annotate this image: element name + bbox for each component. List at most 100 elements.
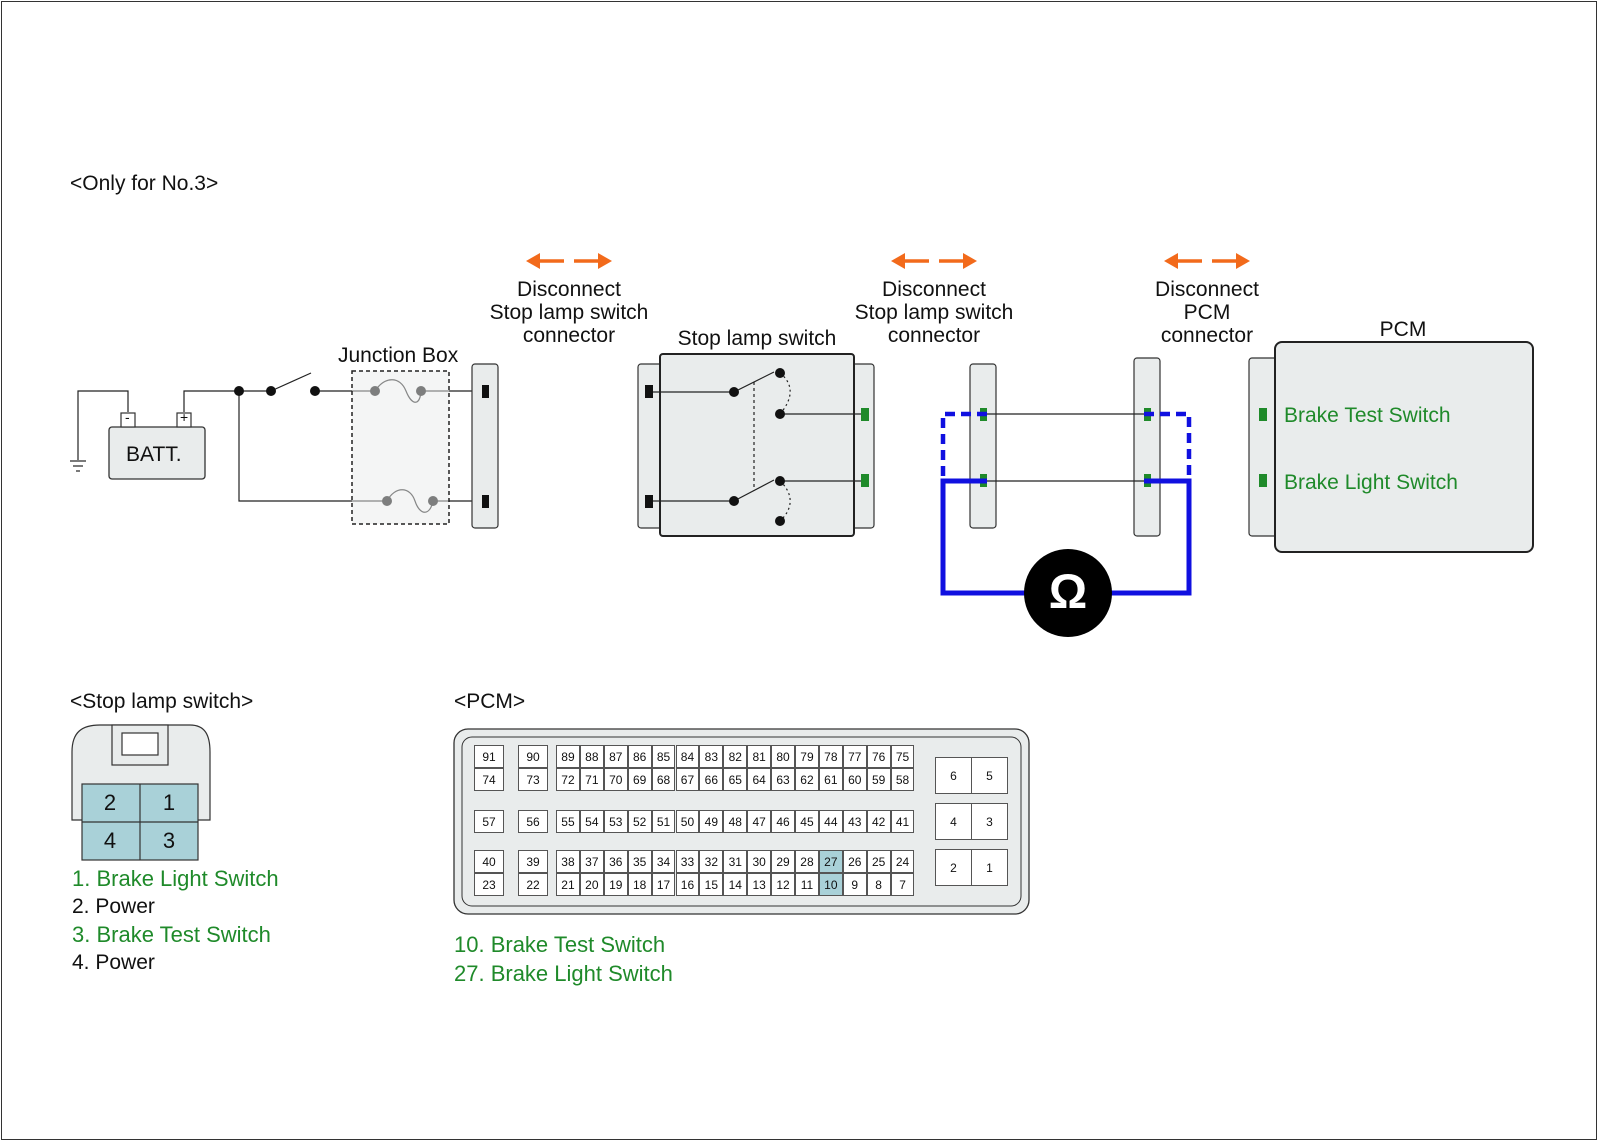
stop-lamp-switch (637, 353, 875, 537)
ohmmeter-icon (1024, 549, 1112, 637)
disconnect-arrows-icon (526, 253, 1250, 269)
pcm-pin: 75 (890, 745, 915, 768)
pcm-pin: 16 (675, 873, 700, 896)
pcm-pin: 76 (866, 745, 891, 768)
pcm-pin: 27 (818, 850, 843, 873)
pcm-pin: 81 (747, 745, 772, 768)
pcm-pin: 55 (556, 810, 580, 833)
legend-item: 3. Brake Test Switch (72, 922, 271, 947)
stop-lamp-pin-legend: 1. Brake Light Switch 2. Power 3. Brake … (72, 864, 279, 976)
pcm-side-pin: 2 (935, 849, 972, 886)
pcm-side-pin: 3 (971, 803, 1008, 840)
pcm-pin: 10 (818, 873, 843, 896)
junction-box-label: Junction Box (338, 344, 459, 367)
pcm-pin: 41 (890, 810, 915, 833)
pcm-pin: 54 (579, 810, 604, 833)
pcm-pin: 7 (890, 873, 915, 896)
pcm-pin-brake-test-label: Brake Test Switch (1284, 404, 1451, 427)
pcm-side-pin: 1 (971, 849, 1008, 886)
pcm-pin: 62 (795, 768, 819, 791)
pcm-pin: 71 (579, 768, 604, 791)
pcm-pin: 34 (651, 850, 676, 873)
pcm-pin: 32 (699, 850, 724, 873)
pcm-pin: 49 (699, 810, 724, 833)
disconnect-2-line-1: Disconnect (882, 278, 986, 301)
pcm-label: PCM (1379, 318, 1427, 341)
pcm-pin: 39 (518, 850, 548, 873)
pcm-pin: 73 (518, 768, 548, 791)
pcm-pin: 80 (771, 745, 795, 768)
pcm-pin-brake-light-label: Brake Light Switch (1284, 471, 1458, 494)
pcm-side-pin: 6 (935, 757, 972, 794)
ignition-switch-contact (270, 372, 312, 392)
pcm-pin: 28 (795, 850, 819, 873)
pcm-pin: 38 (556, 850, 580, 873)
pcm-pin: 67 (675, 768, 700, 791)
pcm-pin: 58 (890, 768, 915, 791)
pcm-pin: 61 (818, 768, 843, 791)
pcm-pin: 79 (795, 745, 819, 768)
connector-pin-1: 1 (162, 790, 176, 815)
pcm-pin: 85 (651, 745, 676, 768)
pcm-pin: 14 (723, 873, 748, 896)
pcm-pin: 12 (771, 873, 795, 896)
disconnect-1-line-3: connector (522, 324, 616, 347)
pcm-pin: 42 (866, 810, 891, 833)
pcm-pin: 66 (699, 768, 724, 791)
pcm-pin: 48 (723, 810, 748, 833)
pcm-pin: 87 (603, 745, 628, 768)
pcm-pin: 64 (747, 768, 772, 791)
pcm-pin: 20 (579, 873, 604, 896)
pcm-pin: 11 (795, 873, 819, 896)
pcm-pin: 47 (747, 810, 772, 833)
pcm-pin: 45 (795, 810, 819, 833)
pcm-connector-title: <PCM> (454, 690, 526, 713)
pcm-pin: 13 (747, 873, 772, 896)
pcm-pin: 51 (651, 810, 676, 833)
connector-pin-2: 2 (103, 790, 117, 815)
pcm-pin: 72 (556, 768, 580, 791)
battery-minus-label: - (125, 409, 130, 425)
disconnect-3-line-3: connector (1160, 324, 1254, 347)
pcm-side-pin: 4 (935, 803, 972, 840)
pcm-pin: 19 (603, 873, 628, 896)
junction-box (351, 370, 450, 525)
pcm-pin: 82 (723, 745, 748, 768)
pcm-connector-harness (1133, 357, 1161, 537)
pcm-pin: 84 (675, 745, 700, 768)
only-for-note: <Only for No.3> (70, 172, 219, 195)
pcm-pin: 65 (723, 768, 748, 791)
pcm-pin: 35 (627, 850, 652, 873)
pcm-pin: 17 (651, 873, 676, 896)
pcm-pin: 88 (579, 745, 604, 768)
pcm-pin: 68 (651, 768, 676, 791)
pcm-pin: 36 (603, 850, 628, 873)
pcm-pin: 60 (842, 768, 867, 791)
pcm-module (1248, 341, 1534, 553)
legend-item: 1. Brake Light Switch (72, 866, 279, 891)
disconnect-3-line-2: PCM (1183, 301, 1231, 324)
battery-plus-label: + (180, 409, 189, 425)
pcm-pin: 78 (818, 745, 843, 768)
disconnect-1-line-1: Disconnect (517, 278, 621, 301)
pcm-pin: 37 (579, 850, 604, 873)
legend-item: 27. Brake Light Switch (454, 961, 673, 986)
legend-item: 10. Brake Test Switch (454, 932, 666, 957)
pcm-pin: 25 (866, 850, 891, 873)
pcm-pin: 44 (818, 810, 843, 833)
pcm-pin: 56 (518, 810, 548, 833)
pcm-pin: 22 (518, 873, 548, 896)
stop-lamp-connector-2 (969, 363, 997, 529)
pcm-pin: 83 (699, 745, 724, 768)
pcm-pin: 15 (699, 873, 724, 896)
stop-lamp-switch-label: Stop lamp switch (677, 327, 837, 350)
pcm-pin: 74 (474, 768, 504, 791)
pcm-pin: 40 (474, 850, 504, 873)
connector-pin-3: 3 (162, 828, 176, 853)
ground-symbol-icon (70, 390, 129, 472)
pcm-pin: 77 (842, 745, 867, 768)
pcm-pin: 8 (866, 873, 891, 896)
pcm-pin: 31 (723, 850, 748, 873)
disconnect-1-line-2: Stop lamp switch (489, 301, 649, 324)
